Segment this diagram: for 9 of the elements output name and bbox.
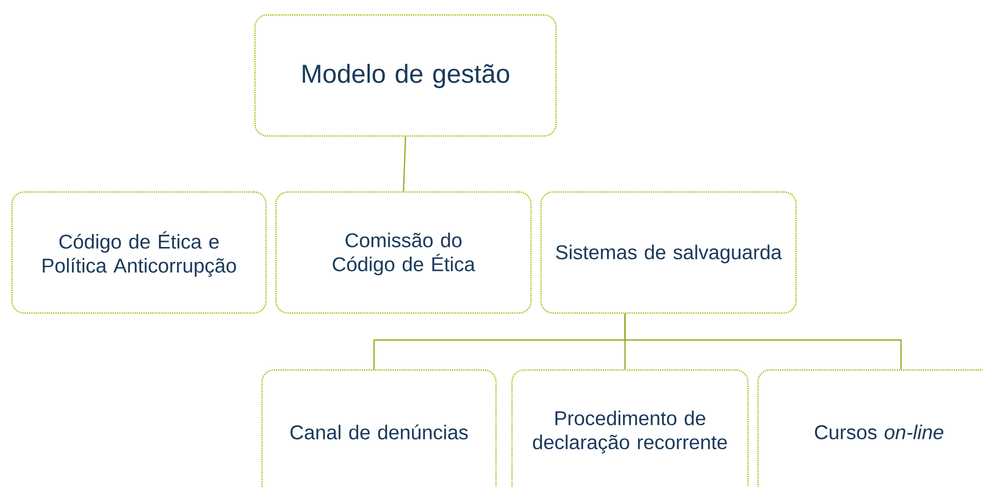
box: Modelo de gestão: [254, 14, 557, 137]
box: Sistemas de salvaguarda: [540, 191, 797, 314]
connector-line: [624, 314, 902, 370]
box: Cursos on-line: [757, 369, 983, 487]
box: Código de Ética e Política Anticorrupção: [11, 191, 267, 314]
connector-line: [402, 136, 406, 192]
box: Procedimento de declaração recorrente: [511, 369, 749, 487]
box: Canal de denúncias: [261, 369, 497, 487]
box: Comissão do Código de Ética: [275, 191, 532, 314]
